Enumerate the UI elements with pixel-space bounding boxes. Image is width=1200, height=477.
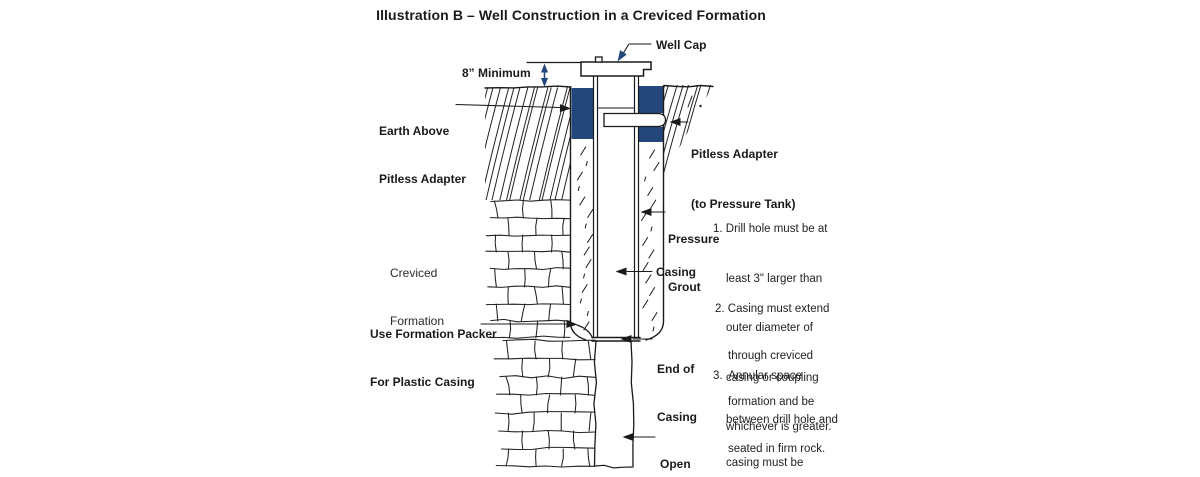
pitless-adapter-arrow: [669, 118, 689, 126]
pressure-grout-arrow: [640, 208, 666, 216]
page-title: Illustration B – Well Construction in a …: [376, 7, 766, 23]
casing-arrow: [615, 267, 653, 276]
label-earth-above-pitless-adapter: Earth Above Pitless Adapter: [379, 124, 466, 186]
note-drill-hole: 1. Drill hole must be at least 3" larger…: [713, 223, 832, 433]
end-of-casing-cap: [591, 336, 641, 342]
well-cap-arrow: [617, 43, 652, 62]
earth-hatch-left: [485, 87, 571, 200]
open-hole-arrow: [622, 433, 656, 441]
earth-above-arrow: [455, 103, 571, 113]
min-8in-measurement: [526, 61, 582, 87]
label-well-cap: Well Cap: [656, 38, 707, 52]
open-hole: [593, 340, 635, 469]
grout-ticks: [576, 146, 660, 332]
label-formation-packer: Use Formation Packer For Plastic Casing: [370, 327, 497, 389]
label-creviced-formation: Creviced Formation: [390, 266, 445, 328]
well-cap-shape: [580, 56, 652, 77]
note-annular-space: 3. Annular space between drill hole and …: [713, 370, 838, 469]
creviced-rock-bricks: [485, 199, 596, 468]
end-of-casing-arrow: [620, 335, 653, 343]
label-open-hole: Open Hole: [660, 457, 691, 471]
ground-surface: [484, 84, 714, 89]
label-8in-minimum: 8” Minimum: [462, 66, 531, 80]
pitless-adapter-pipe: [596, 107, 667, 128]
label-pitless-adapter: Pitless Adapter (to Pressure Tank): [691, 147, 796, 211]
label-pressure-grout: Pressure Grout: [668, 232, 720, 294]
formation-packer-arrow: [480, 319, 594, 339]
label-casing: Casing: [656, 265, 697, 279]
label-end-of-casing: End of Casing: [657, 362, 698, 424]
grout-seal: [571, 86, 663, 142]
note-casing-extend: 2. Casing must extend through creviced f…: [715, 303, 830, 455]
